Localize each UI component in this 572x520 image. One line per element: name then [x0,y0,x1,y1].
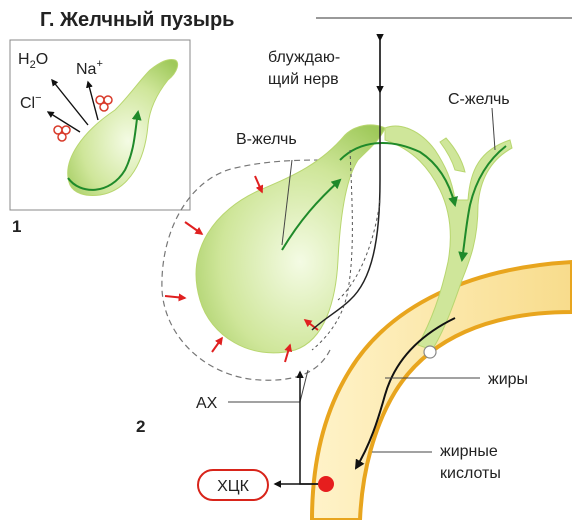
cck-label: ХЦК [217,478,250,495]
hepatic-duct [384,125,513,351]
contraction-arrows [164,175,319,363]
b-bile-arrow [281,178,342,251]
ach-pointer-line [228,369,309,403]
sphincter-oddi [423,345,437,359]
inset-transporter-icon [95,95,113,112]
h2o-label: H2O [18,51,48,71]
vagus-label-line1: блуждаю- [268,49,340,66]
cck-badge [197,469,269,501]
inset-h2o-arrow [51,78,89,126]
panel-number-1: 1 [12,217,21,236]
vagus-nerve [311,34,384,331]
inset-cl-arrow [46,111,81,133]
fats-label: жиры [488,371,528,388]
contraction-arrow [303,319,319,331]
gallbladder [195,124,386,354]
fatty-acids-label-line1: жирные [440,443,498,460]
inset-transporter-icon [53,125,71,142]
c-bile-label: С-желчь [448,91,510,108]
cl-label: Cl− [20,92,42,112]
inset-gallbladder [67,59,179,196]
contraction-arrow [184,221,204,235]
b-bile-pointer-line [281,159,293,246]
gallbladder-contracted-outline [161,159,331,381]
c-bile-arrow [458,145,507,262]
i-cell-dot [318,476,334,492]
bile-flow-arrow [339,142,458,207]
inset-bile-arrow [67,110,142,191]
contraction-arrow [211,336,223,353]
c-bile-pointer-line [491,107,496,151]
vagus-label-line2: щий нерв [268,71,339,88]
b-bile-label: В-желчь [236,131,297,148]
contraction-arrow [284,343,293,363]
page-title: Г. Желчный пузырь [40,9,234,31]
fat-flow-arrow [354,317,456,470]
fatty-acids-label-line2: кислоты [440,465,501,482]
inset-na-arrow [86,80,99,121]
contraction-arrow [164,293,187,302]
contraction-arrow [254,175,264,194]
na-label: Na+ [76,58,103,78]
panel-number-2: 2 [136,417,145,436]
hepatic-duct-branch [439,137,466,173]
ach-label: АХ [196,395,218,412]
nerve-fibers [311,149,381,351]
